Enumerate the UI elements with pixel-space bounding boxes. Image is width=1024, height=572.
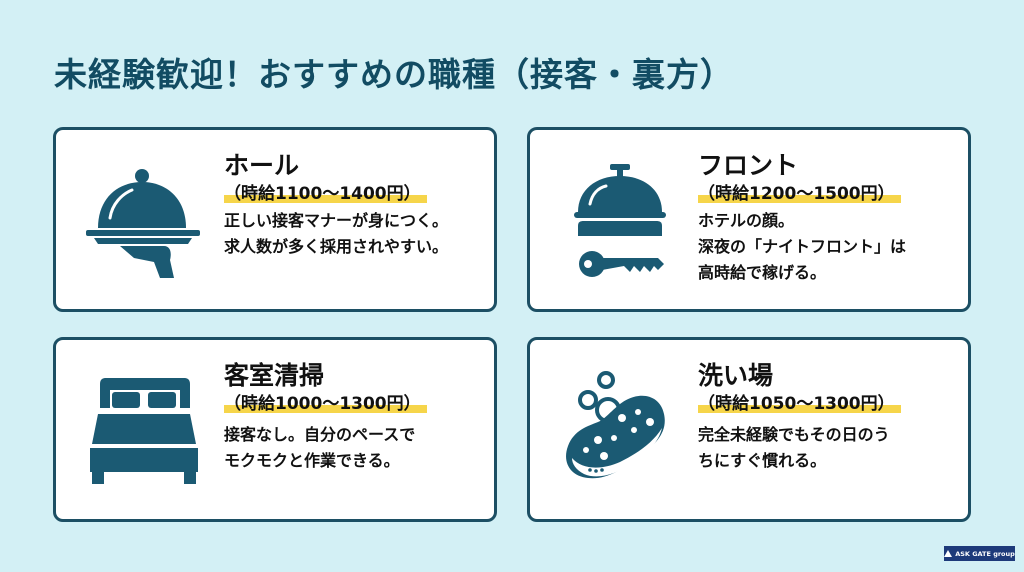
job-title: 客室清掃 [224, 361, 325, 390]
logo-text: ASK GATE group [955, 549, 1015, 558]
desc-line: 高時給で稼げる。 [698, 263, 827, 282]
sponge-icon [558, 370, 678, 490]
job-description: 正しい接客マナーが身につく。 求人数が多く採用されやすい。 [224, 208, 484, 260]
job-card-hall: ホール （時給1100～1400円） 正しい接客マナーが身につく。 求人数が多く… [53, 127, 497, 312]
desc-line: 完全未経験でもその日のう [698, 425, 890, 444]
job-description: 接客なし。自分のペースで モクモクと作業できる。 [224, 422, 484, 474]
wage-range: （時給1050～1300円） [698, 392, 901, 416]
wage-range: （時給1000～1300円） [224, 392, 427, 416]
job-description: ホテルの顔。 深夜の「ナイトフロント」は 高時給で稼げる。 [698, 208, 958, 286]
job-card-room-cleaning: 客室清掃 （時給1000～1300円） 接客なし。自分のペースで モクモクと作業… [53, 337, 497, 522]
logo-mark-icon [944, 550, 953, 557]
wage-range: （時給1200～1500円） [698, 182, 901, 206]
job-title: 洗い場 [698, 361, 774, 390]
desc-line: モクモクと作業できる。 [224, 451, 400, 470]
job-description: 完全未経験でもその日のう ちにすぐ慣れる。 [698, 422, 958, 474]
job-card-front: フロント （時給1200～1500円） ホテルの顔。 深夜の「ナイトフロント」は… [527, 127, 971, 312]
job-card-dishwashing: 洗い場 （時給1050～1300円） 完全未経験でもその日のう ちにすぐ慣れる。 [527, 337, 971, 522]
brand-logo: ASK GATE group [944, 546, 1015, 561]
desc-line: ちにすぐ慣れる。 [698, 451, 827, 470]
desc-line: 深夜の「ナイトフロント」は [698, 237, 907, 256]
desc-line: ホテルの顔。 [698, 211, 795, 230]
bed-icon [84, 370, 204, 490]
job-title: ホール [224, 151, 300, 180]
desc-line: 求人数が多く採用されやすい。 [224, 237, 449, 256]
serving-cloche-icon [84, 160, 204, 280]
page-title: 未経験歓迎！おすすめの職種（接客・裏方） [54, 55, 734, 94]
job-title: フロント [698, 151, 799, 180]
bell-and-key-icon [558, 160, 678, 280]
desc-line: 正しい接客マナーが身につく。 [224, 211, 449, 230]
wage-range: （時給1100～1400円） [224, 182, 427, 206]
desc-line: 接客なし。自分のペースで [224, 425, 416, 444]
